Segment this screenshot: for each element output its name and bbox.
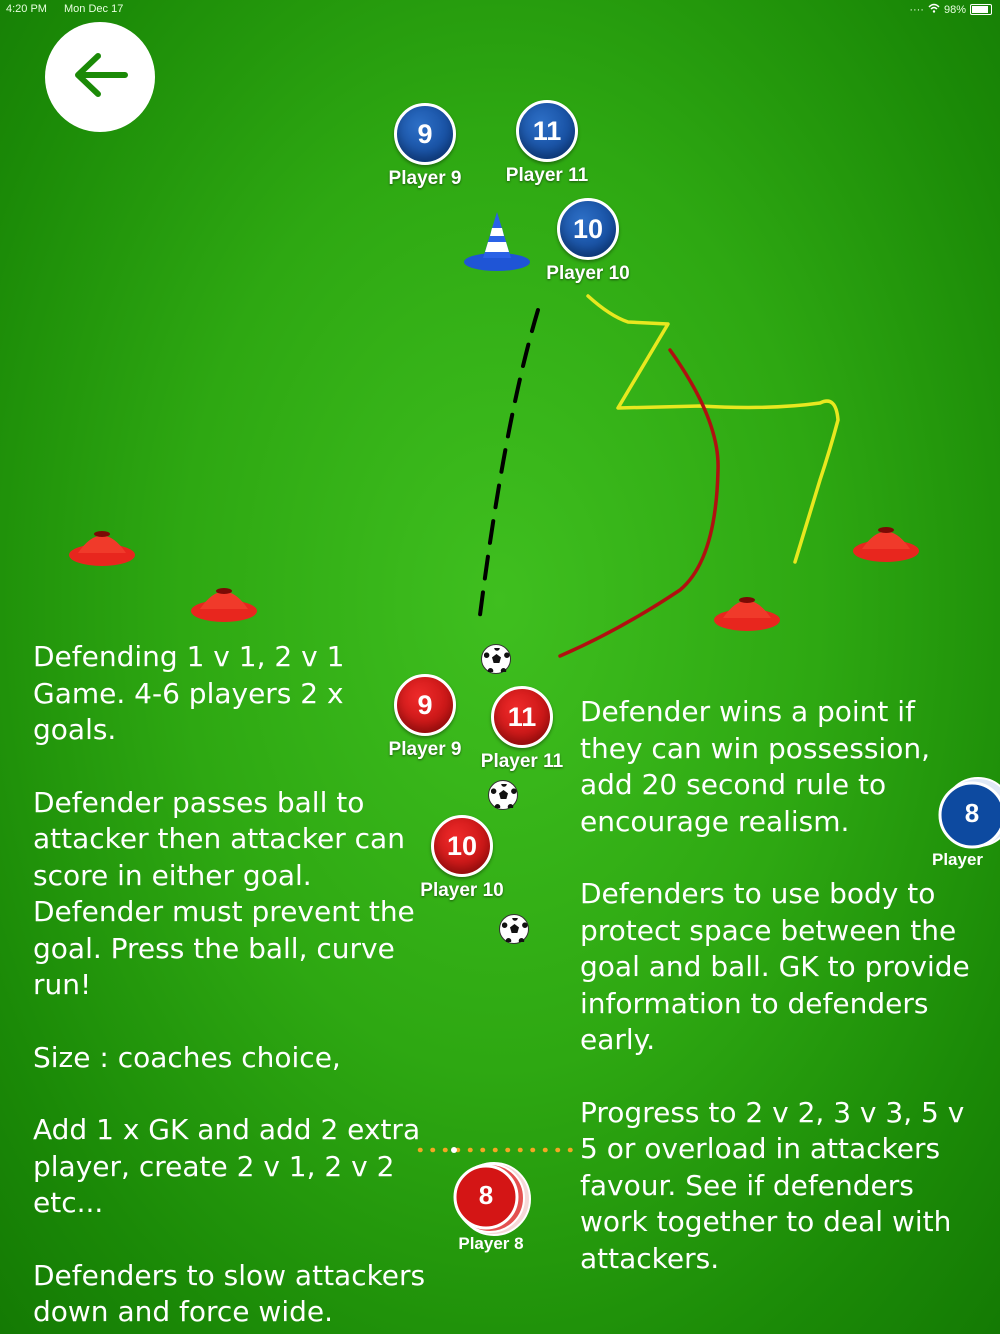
status-time: 4:20 PM [6, 3, 47, 15]
battery-percent: 98% [943, 3, 966, 16]
blue-player-9[interactable]: 9 Player 9 [375, 103, 475, 190]
note-paragraph: Defender passes ball to attacker then at… [33, 785, 415, 1002]
player-label: Player 11 [505, 165, 589, 186]
player-disc: 9 [394, 103, 456, 165]
note-paragraph: Defending 1 v 1, 2 v 1 Game. 4-6 players… [33, 640, 345, 746]
player-label: Player 11 [480, 751, 564, 772]
red-player-11[interactable]: 11 Player 11 [472, 686, 572, 773]
blue-cone-icon[interactable] [464, 212, 530, 271]
left-notes: Defending 1 v 1, 2 v 1 Game. 4-6 players… [33, 639, 428, 1331]
note-paragraph: Defenders to slow attackers down and for… [33, 1258, 426, 1329]
status-bar: 4:20 PM Mon Dec 17 ···· 98% [0, 0, 1000, 20]
arrow-left-icon [70, 50, 130, 104]
note-paragraph: Defender wins a point if they can win po… [580, 695, 930, 838]
red-cone-icon[interactable] [853, 527, 919, 562]
wifi-icon [928, 3, 940, 16]
player-disc: 11 [516, 100, 578, 162]
status-indicators: ···· 98% [909, 3, 992, 16]
player-disc: 10 [557, 198, 619, 260]
note-paragraph: Size : coaches choice, [33, 1040, 341, 1074]
back-button[interactable] [45, 22, 155, 132]
player-disc: 10 [431, 815, 493, 877]
edge-player-8-icon[interactable] [938, 777, 1000, 849]
soccer-ball-icon[interactable] [481, 644, 511, 674]
red-cone-icon[interactable] [69, 531, 135, 566]
stacked-player-8-icon[interactable] [453, 1162, 531, 1236]
edge-player-number: 8 [964, 798, 980, 828]
yellow-run-line[interactable] [586, 294, 840, 564]
edge-player-label: Player [932, 850, 984, 869]
red-player-9[interactable]: 9 Player 9 [375, 674, 475, 761]
battery-icon [970, 4, 992, 15]
note-paragraph: Defenders to use body to protect space b… [580, 877, 970, 1056]
soccer-ball-icon[interactable] [488, 780, 518, 810]
red-cone-icon[interactable] [191, 588, 257, 622]
status-date: Mon Dec 17 [64, 3, 124, 15]
note-paragraph: Add 1 x GK and add 2 extra player, creat… [33, 1113, 421, 1219]
player-label: Player 10 [420, 880, 504, 901]
player-label: Player 10 [546, 263, 630, 284]
player-label: Player 9 [388, 739, 462, 760]
soccer-ball-icon[interactable] [499, 914, 529, 944]
pass-line[interactable] [478, 308, 540, 617]
player-label: Player 9 [388, 168, 462, 189]
red-cone-icon[interactable] [714, 597, 780, 631]
player-disc: 9 [394, 674, 456, 736]
player-disc: 11 [491, 686, 553, 748]
right-notes: Defender wins a point if they can win po… [580, 694, 980, 1277]
signal-dots-icon: ···· [909, 3, 924, 16]
blue-player-10[interactable]: 10 Player 10 [538, 198, 638, 285]
red-run-line[interactable] [558, 348, 720, 658]
blue-player-11[interactable]: 11 Player 11 [497, 100, 597, 187]
stacked-player-label: Player 8 [458, 1234, 524, 1253]
red-player-10[interactable]: 10 Player 10 [412, 815, 512, 902]
stacked-player-number: 8 [478, 1180, 494, 1210]
note-paragraph: Progress to 2 v 2, 3 v 3, 5 v 5 or overl… [580, 1095, 965, 1275]
